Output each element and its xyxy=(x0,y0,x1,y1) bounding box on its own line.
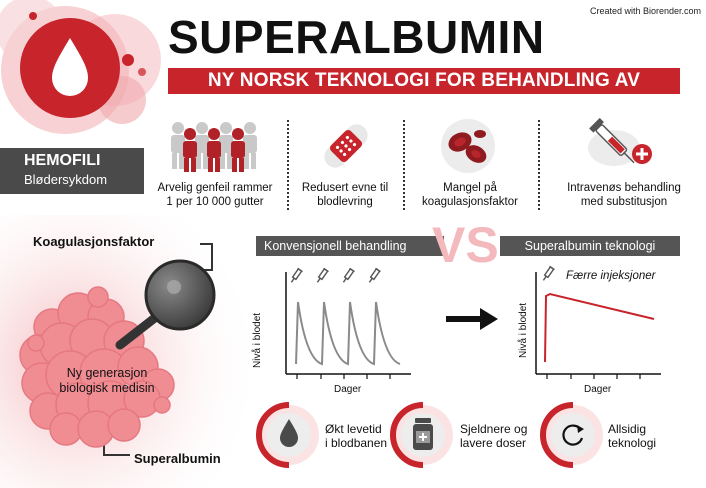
superalbumin-chart xyxy=(535,265,661,379)
hemofili-badge: HEMOFILI Blødersykdom xyxy=(0,148,144,194)
refresh-icon xyxy=(562,424,584,446)
syringe-mark xyxy=(542,265,555,281)
new-medicine-label: Ny generasjon biologisk medisin xyxy=(52,366,162,396)
feature-divider-2 xyxy=(403,120,405,210)
medicine-jar-icon xyxy=(413,418,433,450)
benefit-text-2: Sjeldnere og lavere doser xyxy=(460,422,527,450)
feature-divider-1 xyxy=(287,120,289,210)
fewer-injections-label: Færre injeksjoner xyxy=(566,270,656,282)
feature-4-line1: Intravenøs behandling xyxy=(567,182,681,194)
feature-text-1: Arvelig genfeil rammer 1 per 10 000 gutt… xyxy=(150,181,280,209)
feature-text-3: Mangel på koagulasjonsfaktor xyxy=(408,181,532,209)
bandage-icon xyxy=(324,124,368,168)
benefit-1-line1: Økt levetid xyxy=(325,422,382,436)
superalbumin-label: Superalbumin xyxy=(134,451,221,466)
arrow-right-icon xyxy=(446,308,498,330)
blood-cells-icon xyxy=(441,119,495,173)
conventional-xlabel: Dager xyxy=(334,384,362,395)
benefit-3-line1: Allsidig xyxy=(608,422,647,436)
benefit-3-line2: teknologi xyxy=(608,436,657,450)
superalbumin-header: Superalbumin teknologi xyxy=(500,236,680,256)
benefit-1-line2: i blodbanen xyxy=(325,436,388,450)
superalbumin-header-text: Superalbumin teknologi xyxy=(524,239,656,253)
molecule-illustration xyxy=(0,215,250,488)
conventional-ylabel: Nivå i blodet xyxy=(252,312,263,368)
benefit-text-3: Allsidig teknologi xyxy=(608,422,656,450)
conventional-header-text: Konvensjonell behandling xyxy=(264,239,407,253)
feature-1-line2: 1 per 10 000 gutter xyxy=(166,196,264,208)
feature-3-line2: koagulasjonsfaktor xyxy=(422,196,518,208)
feature-4-line2: med substitusjon xyxy=(580,196,668,208)
blood-drop-logo xyxy=(0,0,161,134)
feature-text-4: Intravenøs behandling med substitusjon xyxy=(558,181,690,209)
credit-text: Created with Biorender.com xyxy=(590,6,702,16)
feature-2-line1: Redusert evne til xyxy=(301,182,389,194)
syringe-icon xyxy=(588,117,652,166)
feature-1-line1: Arvelig genfeil rammer xyxy=(157,182,273,194)
superalbumin-ylabel: Nivå i blodet xyxy=(518,302,529,358)
superalbumin-curve xyxy=(544,292,655,363)
benefit-text-1: Økt levetid i blodbanen xyxy=(325,422,387,450)
feature-2-line2: blodlevring xyxy=(317,196,373,208)
badge-subtitle: Blødersykdom xyxy=(24,172,108,187)
page-title: SUPERALBUMIN xyxy=(168,11,545,63)
badge-title: HEMOFILI xyxy=(24,152,101,169)
conventional-header: Konvensjonell behandling xyxy=(256,236,444,256)
superalbumin-xlabel: Dager xyxy=(584,384,612,395)
x-ticks xyxy=(546,374,641,379)
feature-divider-3 xyxy=(538,120,540,210)
new-medicine-line1: Ny generasjon xyxy=(66,366,148,380)
syringe-marks xyxy=(290,267,381,283)
conventional-curve xyxy=(295,301,401,366)
people-icon xyxy=(171,122,257,172)
conventional-chart xyxy=(285,267,411,379)
feature-3-line1: Mangel på xyxy=(443,182,497,194)
koagulasjonsfaktor-label: Koagulasjonsfaktor xyxy=(33,234,155,249)
benefit-2-line2: lavere doser xyxy=(460,436,527,450)
benefit-2-line1: Sjeldnere og xyxy=(460,422,528,436)
new-medicine-line2: biologisk medisin xyxy=(59,381,155,395)
page-subtitle: NY NORSK TEKNOLOGI FOR BEHANDLING AV BLØ… xyxy=(168,68,680,117)
feature-text-2: Redusert evne til blodlevring xyxy=(290,181,400,209)
x-ticks xyxy=(296,374,391,379)
drop-icon xyxy=(280,419,298,447)
vs-label: VS xyxy=(432,217,499,273)
benefit-3-ring xyxy=(540,402,603,468)
